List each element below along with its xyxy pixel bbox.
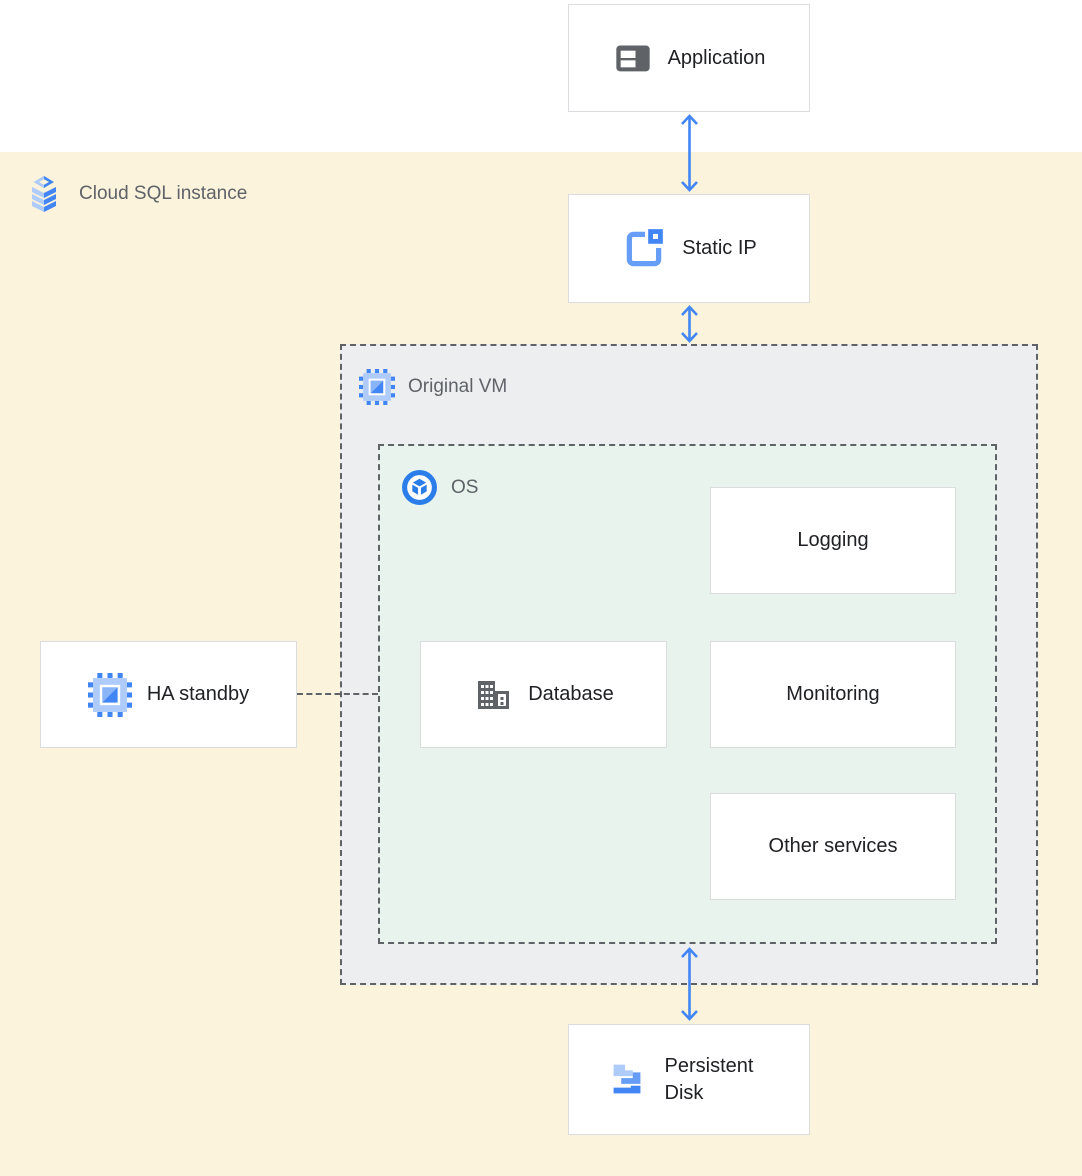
static-ip-node: Static IP xyxy=(568,194,810,303)
original-vm-label: Original VM xyxy=(408,376,508,397)
monitoring-node: Monitoring xyxy=(710,641,956,748)
os-icon xyxy=(401,469,438,506)
os-label: OS xyxy=(451,476,479,498)
cloud-sql-boundary-header: Cloud SQL instance xyxy=(24,174,247,214)
static-ip-icon xyxy=(621,226,667,272)
arrow-application-staticip xyxy=(681,114,698,192)
database-icon xyxy=(473,675,513,715)
application-node: Application xyxy=(568,4,810,112)
database-node: Database xyxy=(420,641,667,748)
original-vm-header: Original VM xyxy=(359,369,507,405)
cloud-sql-boundary-label: Cloud SQL instance xyxy=(79,183,248,204)
persistent-disk-icon xyxy=(604,1057,650,1103)
other-services-label: Other services xyxy=(768,835,898,857)
logging-node: Logging xyxy=(710,487,956,594)
arrow-staticip-vm xyxy=(681,305,698,343)
ha-standby-node: HA standby xyxy=(40,641,297,748)
database-label: Database xyxy=(528,683,614,705)
compute-engine-icon xyxy=(359,369,395,405)
ha-standby-connector xyxy=(297,693,378,695)
other-services-node: Other services xyxy=(710,793,956,900)
static-ip-label: Static IP xyxy=(682,237,757,259)
os-header: OS xyxy=(401,469,478,506)
logging-label: Logging xyxy=(797,529,869,551)
application-icon xyxy=(613,38,653,78)
ha-standby-label: HA standby xyxy=(146,683,250,705)
arrow-os-disk xyxy=(681,947,698,1021)
cloud-sql-icon xyxy=(24,174,64,214)
application-label: Application xyxy=(667,46,766,69)
host-background xyxy=(0,0,1082,152)
monitoring-label: Monitoring xyxy=(786,683,880,705)
persistent-disk-node: Persistent Disk xyxy=(568,1024,810,1135)
persistent-disk-label: Persistent Disk xyxy=(664,1054,754,1104)
compute-engine-icon xyxy=(87,672,132,717)
